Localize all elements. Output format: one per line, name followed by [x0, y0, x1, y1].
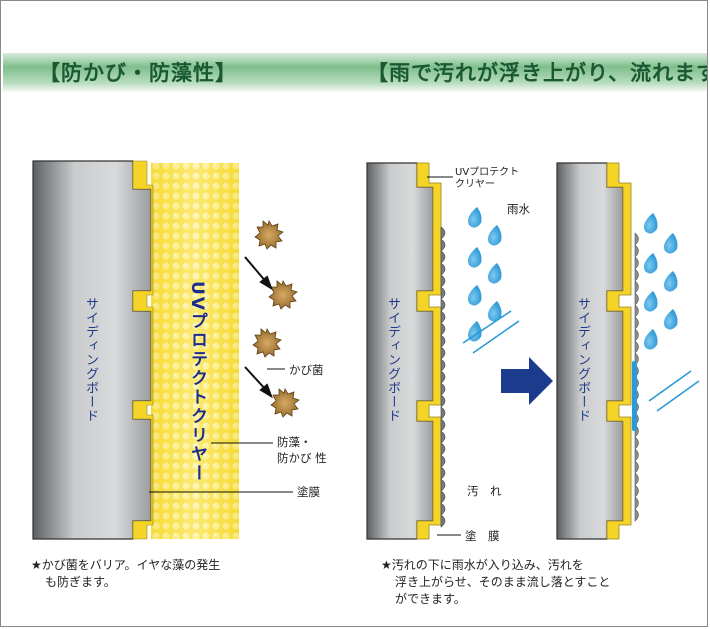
- left-coating: [132, 160, 239, 540]
- right-caption-line-2: 浮き上がらせ、そのまま流し落とすこと: [395, 575, 611, 589]
- right-arrow-icon: [501, 357, 553, 405]
- mold-spore-icon: [252, 327, 282, 358]
- raindrop-icon: [664, 233, 678, 254]
- right-board-after: [556, 162, 639, 540]
- mold-spores: [252, 219, 300, 418]
- rain-lines-before: [462, 310, 520, 354]
- right-board-label-before: サイディングボード: [385, 297, 400, 423]
- rain-label: 雨水: [507, 202, 530, 216]
- mold-label: かび菌: [289, 363, 324, 377]
- right-coating-label-1: UVプロテクト: [455, 167, 520, 178]
- dirt-label: 汚 れ: [467, 484, 502, 498]
- left-board-label: サイディングボード: [83, 297, 98, 423]
- mold-spore-icon: [254, 219, 284, 250]
- raindrop-icon: [488, 225, 502, 246]
- raindrop-icon: [664, 309, 678, 330]
- raindrop-icon: [468, 321, 482, 342]
- right-heading: 【雨で汚れが浮き上がり、流れます】: [367, 61, 708, 85]
- right-caption-line-1: ★汚れの下に雨水が入り込み、汚れを: [381, 558, 584, 572]
- left-caption-line-1: ★かび菌をバリア。イヤな藻の発生: [31, 558, 221, 572]
- right-board-before: [366, 162, 446, 540]
- mold-spore-icon: [270, 387, 300, 418]
- right-board-label-after: サイディングボード: [575, 297, 590, 423]
- raindrop-icon: [468, 285, 482, 306]
- raindrop-icon: [644, 291, 658, 312]
- right-leader-lines: [427, 176, 461, 536]
- raindrop-icon: [488, 263, 502, 284]
- raindrop-icon: [664, 271, 678, 292]
- left-caption: ★かび菌をバリア。イヤな藻の発生 も防ぎます。: [31, 557, 321, 591]
- protection-label-1: 防藻・: [277, 435, 312, 449]
- right-coating-label-2: クリヤー: [455, 179, 495, 190]
- right-film-label: 塗 膜: [465, 529, 500, 543]
- raindrop-icon: [644, 329, 658, 350]
- left-coating-label: UVプロテクトクリヤー: [187, 281, 207, 483]
- raindrop-icon: [644, 253, 658, 274]
- right-caption-line-3: ができます。: [395, 592, 466, 606]
- left-caption-line-2: も防ぎます。: [45, 575, 116, 589]
- rain-lines-after: [648, 370, 700, 412]
- right-caption: ★汚れの下に雨水が入り込み、汚れを 浮き上がらせ、そのまま流し落とすこと ができ…: [381, 557, 701, 608]
- rain-drops-after: [644, 213, 678, 350]
- left-heading: 【防かび・防藻性】: [39, 61, 237, 85]
- bounce-arrows: [244, 256, 273, 399]
- heading-banner: [3, 53, 707, 93]
- mold-spore-icon: [268, 279, 298, 310]
- protection-label-2: 防かび 性: [277, 451, 327, 465]
- raindrop-icon: [468, 247, 482, 268]
- raindrop-icon: [468, 207, 482, 228]
- rain-drops-before: [468, 207, 502, 342]
- raindrop-icon: [488, 301, 502, 322]
- left-leader-lines: [149, 368, 293, 493]
- left-film-label: 塗膜: [297, 485, 320, 499]
- raindrop-icon: [644, 213, 658, 234]
